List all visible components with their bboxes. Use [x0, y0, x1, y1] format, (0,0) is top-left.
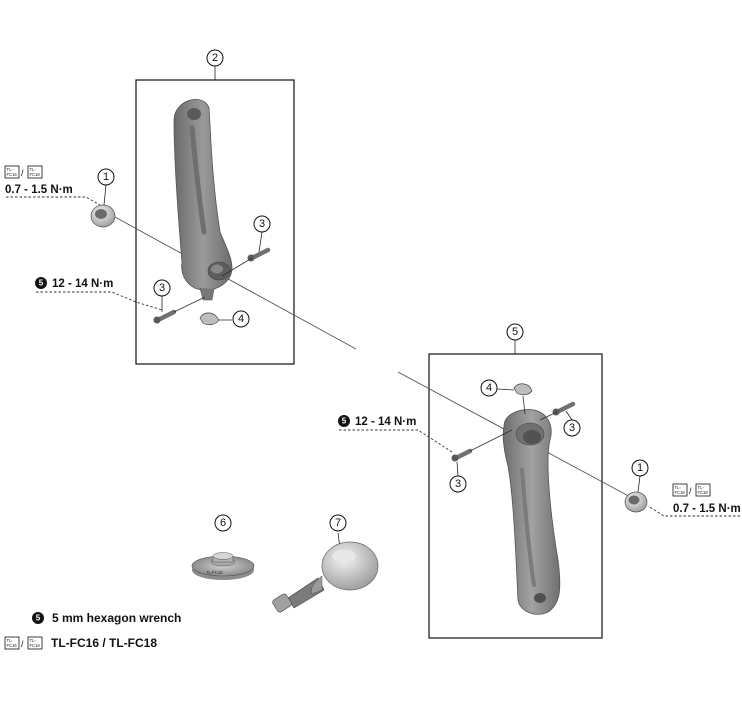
right-crank-frame: [428, 353, 603, 639]
callout-2: 2: [206, 49, 224, 67]
callout-6: 6: [214, 514, 232, 532]
svg-text:FC16: FC16: [7, 643, 18, 648]
hex-wrench-size: 5: [342, 417, 347, 426]
callout-6-number: 6: [220, 517, 226, 529]
svg-text:TL-: TL-: [675, 485, 682, 490]
tool-tl-fc18: [272, 541, 379, 613]
legend-tools-text: TL-FC16 / TL-FC18: [51, 636, 157, 650]
callout-4-right: 4: [480, 379, 498, 397]
callout-7-number: 7: [335, 517, 341, 529]
torque-pinch-bolt-left: 12 - 14 N·m: [52, 278, 113, 290]
callout-3-lower-left: 3: [153, 279, 171, 297]
svg-text:TL-: TL-: [30, 167, 37, 172]
svg-text:/: /: [21, 639, 24, 649]
svg-text:TL-: TL-: [30, 638, 37, 643]
callout-1-left-number: 1: [103, 171, 109, 183]
callout-3-number: 3: [159, 282, 165, 294]
svg-text:FC18: FC18: [698, 490, 709, 495]
hex-wrench-icon-legend: 5: [32, 612, 44, 624]
bolt-axis-lines: [173, 257, 558, 452]
tool-icon: [4, 165, 20, 179]
tool-icon: [672, 483, 688, 497]
pinch-bolt-upper-right: [552, 401, 576, 416]
crank-fixing-bolt-left: [90, 204, 116, 228]
svg-text:TL-FC16: TL-FC16: [206, 570, 223, 575]
callout-4-number: 4: [238, 313, 244, 325]
callout-3-upper-left: 3: [253, 215, 271, 233]
callout-3-upper-right: 3: [563, 419, 581, 437]
tool-icon: [27, 636, 43, 650]
pinch-bolt-lower-left: [153, 309, 177, 324]
svg-text:FC18: FC18: [30, 172, 41, 177]
callout-3-number: 3: [259, 218, 265, 230]
torque-pinch-bolt-right: 12 - 14 N·m: [355, 416, 416, 428]
torque-fixing-bolt-right: 0.7 - 1.5 N·m: [673, 503, 741, 515]
svg-text:TL-: TL-: [7, 167, 14, 172]
pinch-bolt-lower-right: [451, 448, 473, 462]
tool-icon: [4, 636, 20, 650]
callout-4-left: 4: [232, 310, 250, 328]
svg-text:TL-: TL-: [7, 638, 14, 643]
left-crank-arm: [173, 99, 233, 301]
svg-text:TL-: TL-: [698, 485, 705, 490]
tool-icon: [695, 483, 711, 497]
svg-text:FC16: FC16: [675, 490, 686, 495]
hex-wrench-icon-right: 5: [338, 415, 350, 427]
tool-icon-pair-right: TL-FC16 / TL-FC18: [672, 483, 711, 497]
tool-icon-pair-left: TL-FC16 / TL-FC18: [4, 165, 43, 179]
tool-icon-pair-legend: TL-FC16 / TL-FC18: [4, 636, 43, 650]
callout-1-left: 1: [97, 168, 115, 186]
hex-wrench-size: 5: [39, 279, 44, 288]
callout-4-number: 4: [486, 382, 492, 394]
safety-plate-right: [496, 383, 533, 415]
callout-1-right-number: 1: [637, 462, 643, 474]
callout-3-number: 3: [569, 422, 575, 434]
callout-5-number: 5: [512, 326, 518, 338]
callout-1-right: 1: [631, 459, 649, 477]
callout-5: 5: [506, 323, 524, 341]
right-crank-arm: [502, 409, 561, 615]
torque-leader-lines: [6, 196, 740, 517]
crank-fixing-bolt-right: [624, 491, 648, 513]
torque-fixing-bolt-left: 0.7 - 1.5 N·m: [5, 184, 73, 196]
callout-7: 7: [329, 514, 347, 532]
callout-3-number: 3: [455, 478, 461, 490]
pinch-bolt-upper-left: [247, 247, 271, 262]
svg-text:FC16: FC16: [7, 172, 18, 177]
svg-text:/: /: [689, 486, 692, 496]
svg-text:/: /: [21, 168, 24, 178]
hex-wrench-icon-left: 5: [35, 277, 47, 289]
legend-hex-wrench-text: 5 mm hexagon wrench: [52, 611, 181, 625]
tool-tl-fc16: TL-FC16: [191, 552, 255, 580]
tool-icon: [27, 165, 43, 179]
hex-wrench-size: 5: [36, 614, 41, 623]
callout-2-number: 2: [212, 52, 218, 64]
callout-3-lower-right: 3: [449, 475, 467, 493]
safety-plate-left: [199, 312, 232, 326]
svg-text:FC18: FC18: [30, 643, 41, 648]
